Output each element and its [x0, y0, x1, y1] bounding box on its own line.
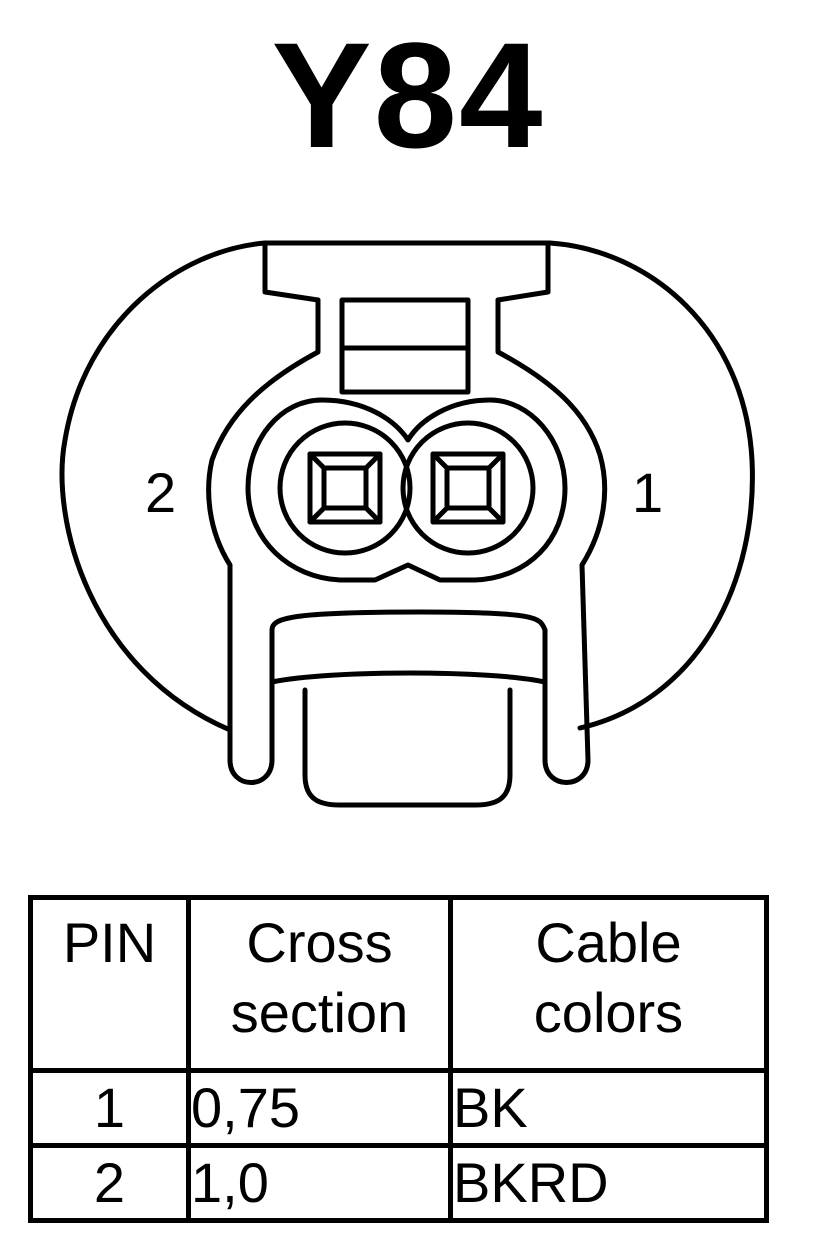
- connector-title: Y84: [271, 11, 545, 179]
- header-cross-section: Cross section: [186, 895, 453, 1073]
- cell-cable-color: BK: [448, 1068, 769, 1148]
- pin-1-terminal: [400, 420, 536, 556]
- lower-plug: [302, 687, 513, 808]
- cell-cross-section: 1,0: [186, 1143, 453, 1223]
- connector-outer-housing: [59, 240, 755, 733]
- header-pin: PIN: [28, 895, 191, 1073]
- pin-assignment-table: PIN Cross section Cable colors 1 0,75 BK…: [28, 895, 769, 1223]
- table-row: 2 1,0 BKRD: [28, 1143, 769, 1223]
- cell-pin: 1: [28, 1068, 191, 1148]
- table-header-row: PIN Cross section Cable colors: [28, 895, 769, 1073]
- pin-2-label: 2: [145, 461, 176, 524]
- connector-diagram: 2 1: [59, 240, 755, 808]
- locking-lug: [269, 670, 548, 685]
- pin-2-terminal: [277, 420, 413, 556]
- header-cable-colors: Cable colors: [448, 895, 769, 1073]
- pin-cavity: [245, 397, 568, 583]
- cell-cross-section: 0,75: [186, 1068, 453, 1148]
- latch-tab: [206, 240, 608, 785]
- table-row: 1 0,75 BK: [28, 1068, 769, 1148]
- cell-pin: 2: [28, 1143, 191, 1223]
- cell-cable-color: BKRD: [448, 1143, 769, 1223]
- pin-1-label: 1: [632, 461, 663, 524]
